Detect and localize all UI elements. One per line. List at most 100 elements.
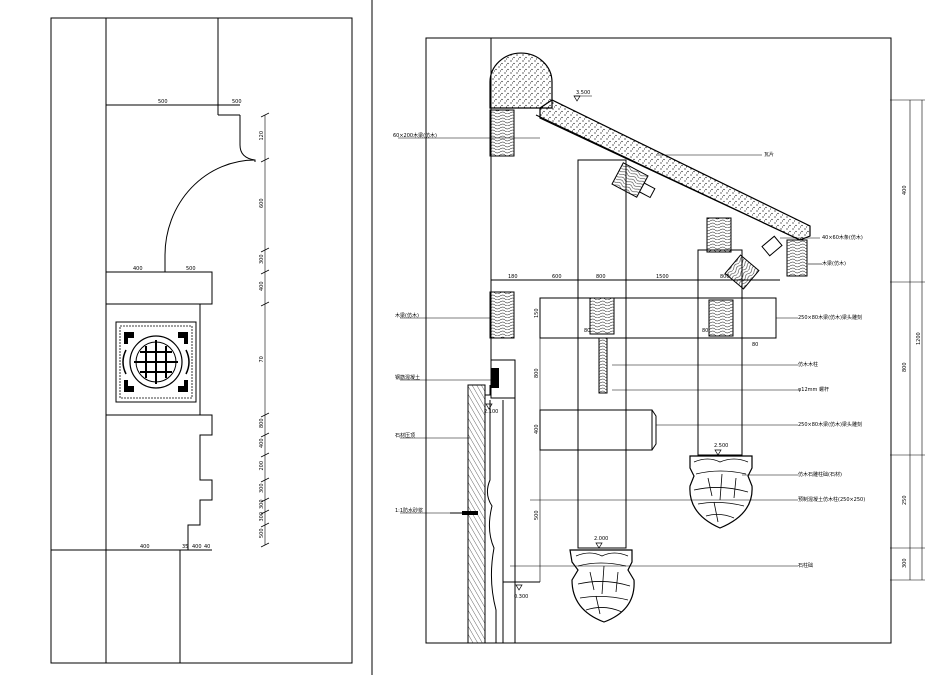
pedestal-outline: [105, 304, 213, 550]
dim-bottom-4: 40: [204, 544, 210, 550]
roof-underside: [535, 114, 801, 241]
dim-h-5: 800: [720, 274, 730, 280]
arch-beam: [105, 271, 213, 305]
dim-right-label: 300: [259, 499, 265, 509]
dim-s-1: 80: [584, 328, 590, 334]
dim-h-1: 180: [508, 274, 518, 280]
beam-end-mid: [589, 297, 615, 335]
svg-text:0.300: 0.300: [514, 594, 528, 600]
svg-text:2.500: 2.500: [714, 443, 728, 449]
dim-right-label: 400: [259, 281, 265, 291]
dim-right-label: 500: [259, 528, 265, 538]
break-line: [486, 400, 497, 643]
dim-bottom-3: 400: [192, 544, 202, 550]
elevation-marker-sill: 2.100: [484, 403, 498, 415]
purlin-top: [489, 109, 515, 157]
dim-s-3: 80: [752, 342, 758, 348]
dim-top-1: 500: [158, 99, 168, 105]
dim-v-1: 400: [902, 185, 908, 195]
purlin-mid: [706, 217, 732, 253]
dim-right-label: 800: [259, 418, 265, 428]
column-base-short: [689, 455, 753, 529]
dim-right-label: 300: [259, 512, 265, 522]
callout-right-5: φ12mm 螺杆: [798, 386, 829, 393]
callout-left-4: 1:1防水砂浆: [395, 507, 423, 514]
callout-right-8: 预制混凝土仿木柱(250×250): [798, 496, 865, 503]
callout-left-2: 钢筋混凝土: [395, 374, 420, 381]
elevation-marker-beam-upper: 2.500: [714, 443, 728, 456]
dim-tick: [260, 112, 270, 118]
dim-tick: [260, 477, 270, 483]
callouts-right: 瓦片 40×60木条(仿木) 木梁(仿木) 250×80木梁(仿木)梁头雕刻 仿…: [510, 151, 865, 569]
wall-cap-step: [484, 385, 491, 396]
svg-text:2.100: 2.100: [484, 409, 498, 415]
dim-tick: [260, 509, 270, 515]
dim-right-label: 70: [259, 356, 265, 362]
elevation-marker-floor: 0.300: [514, 584, 528, 600]
callout-right-6: 250×80木梁(仿木)梁头雕刻: [798, 421, 862, 428]
dim-tick: [260, 542, 270, 548]
svg-text:3.500: 3.500: [576, 90, 590, 96]
dim-tick: [260, 269, 270, 275]
dim-v-4: 300: [902, 558, 908, 568]
beam-end-left: [489, 291, 515, 339]
dim-ticks-right: [260, 112, 270, 548]
dim-top-2: 500: [232, 99, 242, 105]
callout-right-9: 石柱础: [798, 562, 813, 569]
dim-right-label: 600: [259, 198, 265, 208]
dim-tick: [260, 497, 270, 503]
dim-vm-3: 400: [534, 424, 540, 434]
svg-text:2.000: 2.000: [594, 536, 608, 542]
dim-v-2: 1200: [916, 332, 922, 345]
dim-tick: [260, 432, 270, 438]
threaded-rod: [598, 337, 608, 394]
dim-vm-1: 150: [534, 308, 540, 318]
section-frame: [425, 37, 892, 644]
column-tall: [577, 159, 627, 549]
column-short: [697, 249, 743, 456]
dim-tick: [260, 157, 270, 163]
dim-tick: [260, 301, 270, 307]
callout-left-0: 60×200木梁(仿木): [393, 132, 437, 139]
dim-h-3: 800: [596, 274, 606, 280]
ridge-roll: [489, 52, 553, 109]
callout-right-4: 仿木木柱: [798, 361, 818, 368]
dim-right-label: 300: [259, 254, 265, 264]
beam-upper: [539, 297, 777, 339]
callout-right-1: 40×60木条(仿木): [822, 234, 863, 241]
callout-right-7: 仿木石雕柱础(石材): [798, 471, 842, 478]
elevation-frame: [50, 17, 353, 664]
elevation-marker-ridge: 3.500: [573, 90, 592, 102]
dim-vm-4: 500: [534, 510, 540, 520]
callout-right-2: 木梁(仿木): [822, 260, 846, 267]
dim-tick: [260, 522, 270, 528]
ornamental-lattice-panel: [115, 321, 197, 403]
dim-v-3: 250: [902, 495, 908, 505]
arch-curve: [164, 159, 256, 272]
dim-bottom-1: 400: [140, 544, 150, 550]
beam-head-right: [760, 297, 777, 339]
callout-left-1: 木梁(仿木): [395, 312, 419, 319]
dim-right-label: 300: [259, 483, 265, 493]
callouts-left: 60×200木梁(仿木) 木梁(仿木) 钢筋混凝土 石材压顶 1:1防水砂浆: [393, 132, 540, 514]
dim-bottom-2: 35: [182, 544, 188, 550]
embed-plate: [462, 511, 478, 515]
beam-end-right: [708, 299, 734, 337]
dim-v-5: 800: [902, 362, 908, 372]
eave-board: [786, 239, 808, 277]
dim-h-2: 600: [552, 274, 562, 280]
dim-tick: [260, 412, 270, 418]
purlin-bracket-1: [611, 162, 656, 199]
dim-mid-1: 400: [133, 266, 143, 272]
dim-right-label: 120: [259, 131, 265, 141]
dim-mid-2: 500: [186, 266, 196, 272]
sill-insert: [491, 368, 499, 388]
dim-right-label: 200: [259, 461, 265, 471]
callout-right-0: 瓦片: [764, 151, 774, 158]
dim-tick: [260, 247, 270, 253]
callout-left-3: 石材压顶: [395, 432, 415, 439]
beam-lower: [539, 409, 653, 451]
column-base-tall: [569, 549, 635, 623]
